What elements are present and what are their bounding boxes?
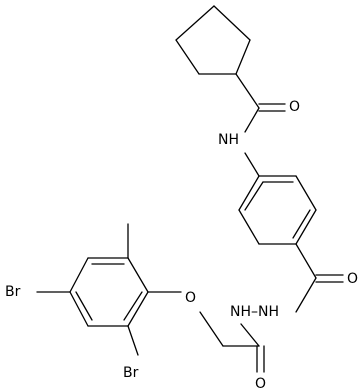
acetyl-oxygen-label: O	[255, 376, 266, 392]
amide-nh-label: NH	[218, 132, 239, 148]
cyclohexane-ring	[175, 5, 251, 75]
benzene-ring-central	[238, 152, 317, 245]
amide-oxygen-label: O	[289, 99, 300, 115]
hydrazide-carbonyl	[295, 243, 344, 313]
acetyl-group	[199, 311, 265, 373]
bromine-bottom-label: Br	[123, 365, 139, 381]
hydrazide-nhnh-label: NH–NH	[230, 304, 279, 320]
dibromo-methylphenyl-ring	[36, 223, 182, 356]
bromine-left-label: Br	[5, 284, 21, 300]
hydrazide-oxygen-label: O	[347, 271, 358, 287]
carboxamide-group	[235, 73, 286, 133]
ether-oxygen-label: O	[185, 290, 196, 306]
